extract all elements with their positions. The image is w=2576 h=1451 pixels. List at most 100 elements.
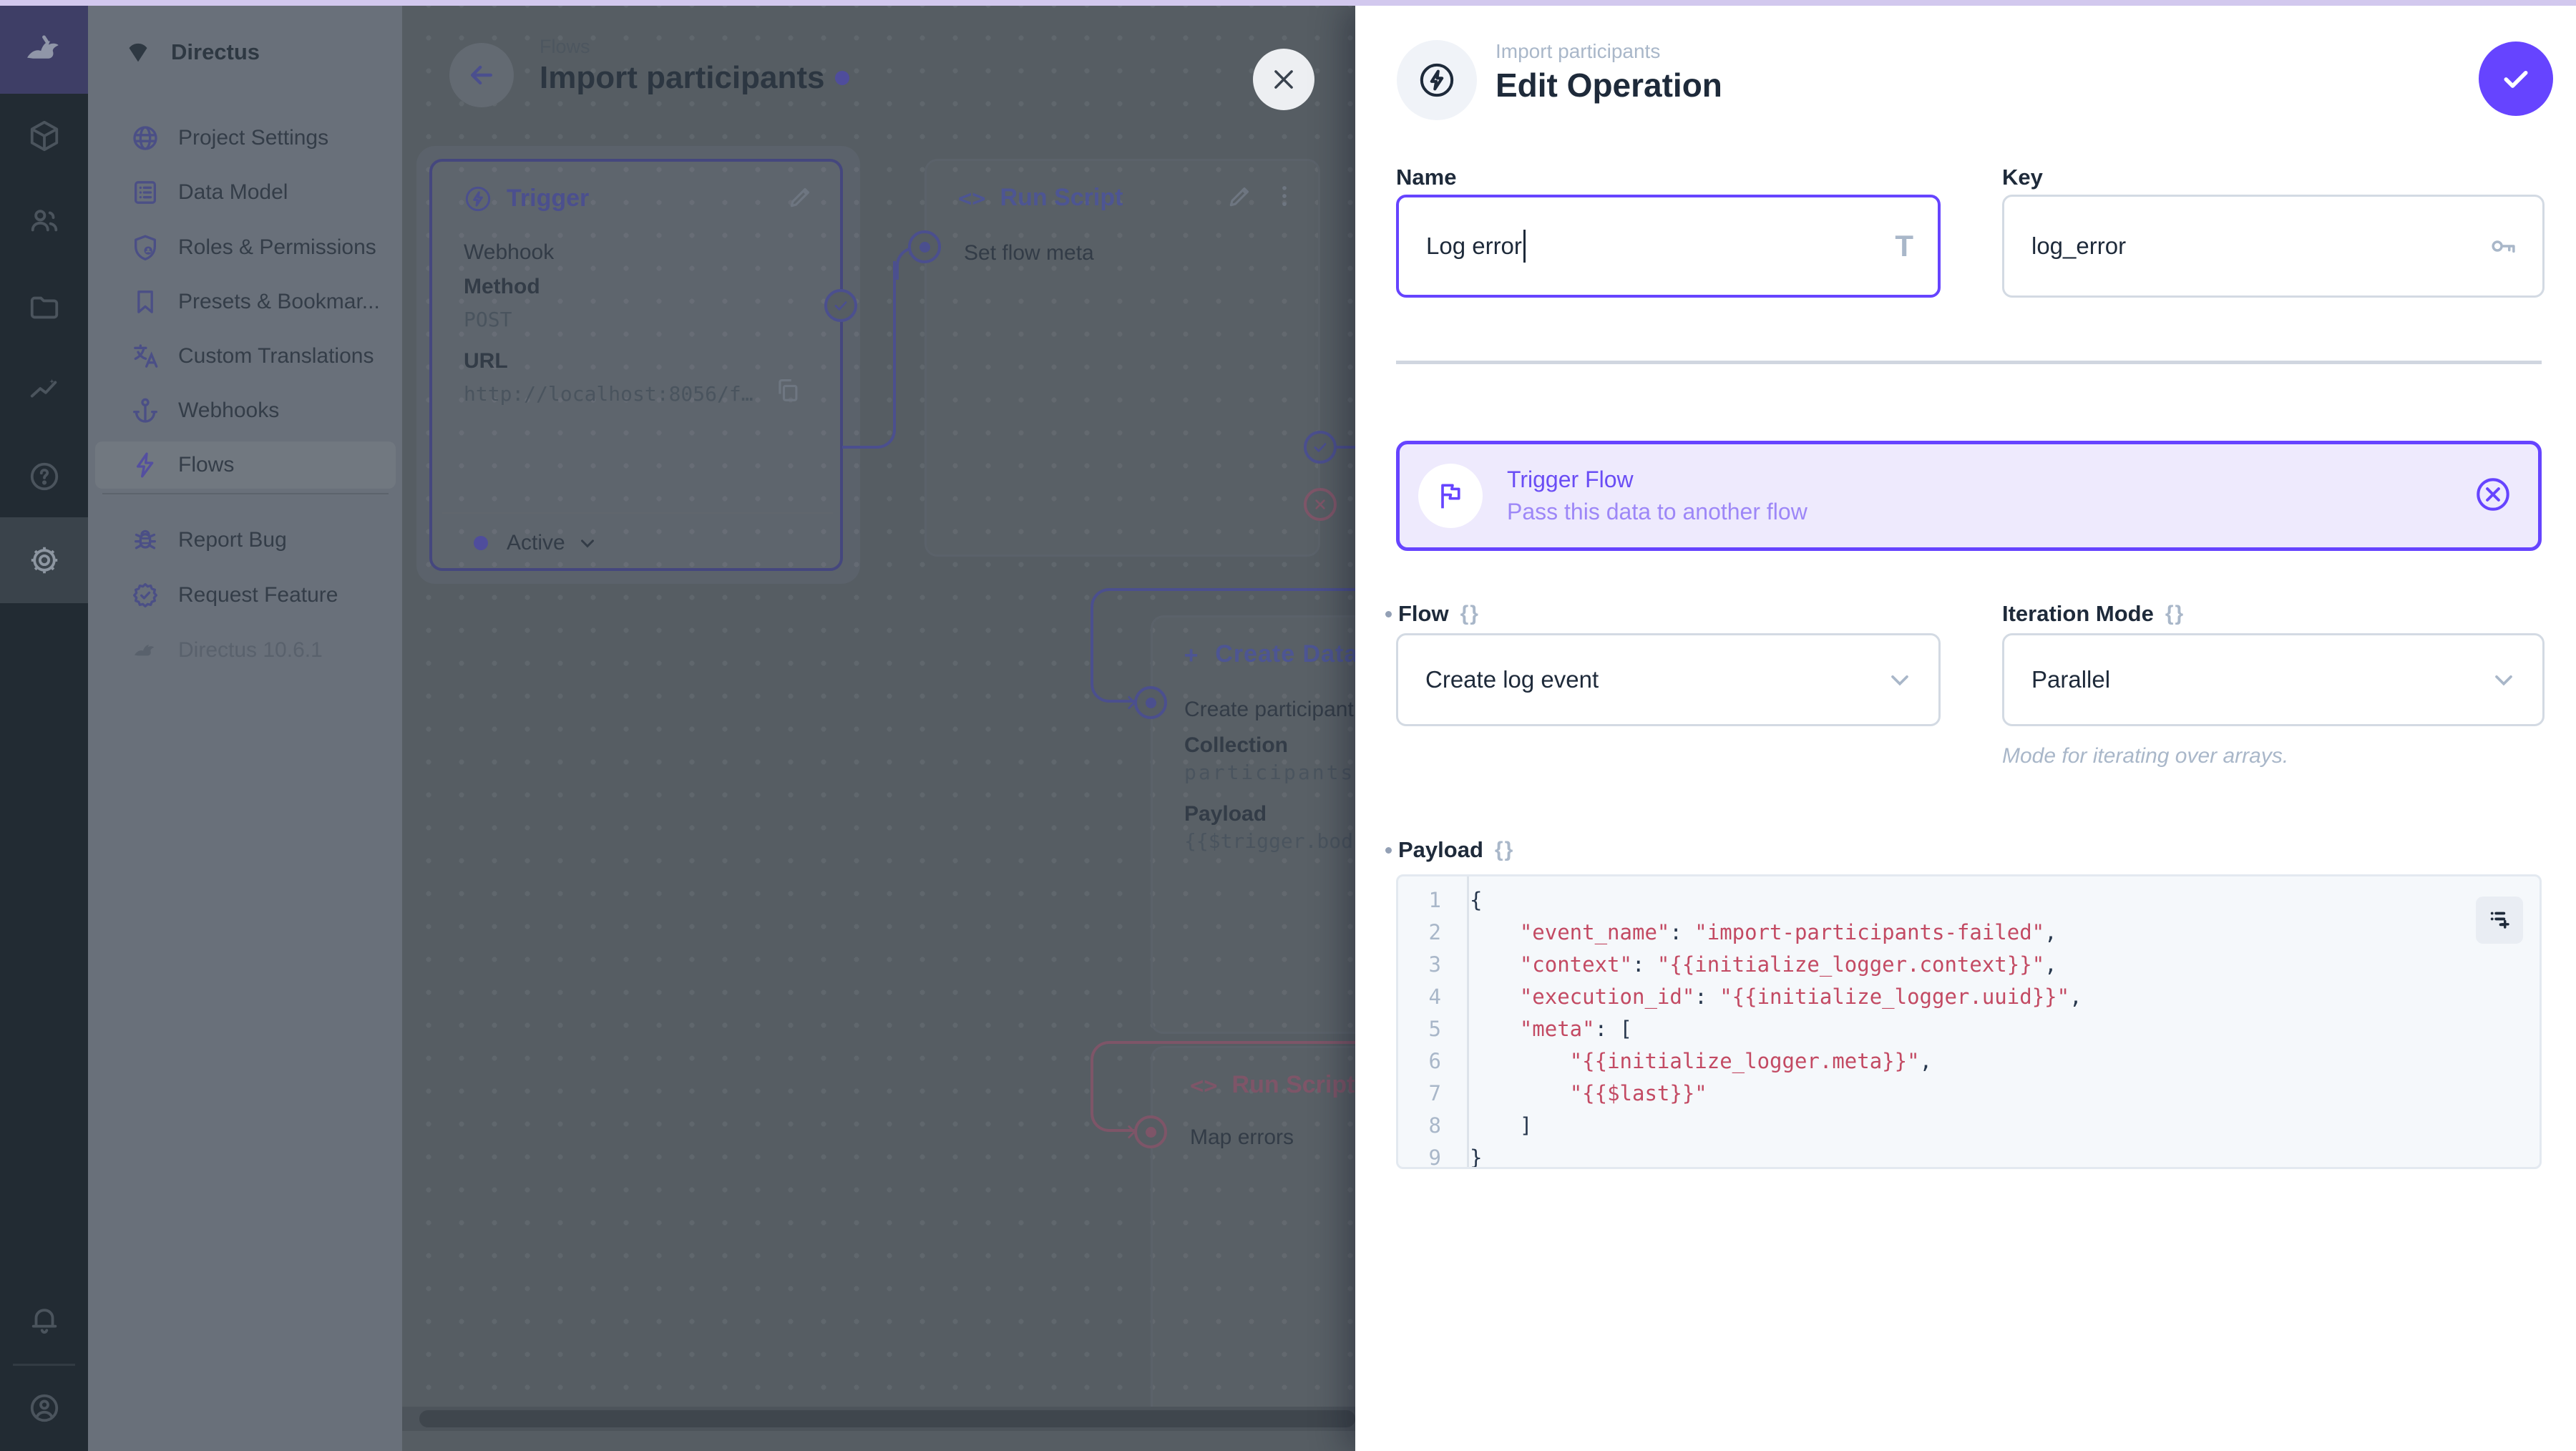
bolt-icon (137, 452, 154, 478)
unsaved-indicator (834, 71, 849, 85)
module-insights[interactable] (0, 353, 88, 425)
chevron-down-icon (580, 539, 594, 548)
project-name: Directus (171, 39, 260, 64)
sidebar-item-presets-bookmarks[interactable]: Presets & Bookmar... (95, 278, 396, 326)
code-text: } (1470, 1145, 1483, 1169)
page-title: Import participants (540, 60, 825, 95)
sidebar-item-flows[interactable]: Flows (95, 441, 396, 489)
playlist-add-icon (2490, 912, 2509, 929)
code-line[interactable]: 3 "context": "{{initialize_logger.contex… (1398, 948, 2540, 980)
code-text: "meta": [ (1519, 1016, 1632, 1041)
wire-create-data-a (1091, 588, 1355, 645)
sidebar-item-label: Presets & Bookmar... (178, 290, 380, 313)
code-line[interactable]: 6 "{{initialize_logger.meta}}", (1398, 1045, 2540, 1077)
run-script-reject-connector[interactable] (1304, 488, 1337, 521)
node-create-data[interactable]: + Create Data Create participant Collect… (1151, 615, 1551, 1034)
code-line[interactable]: 2 "event_name": "import-participants-fai… (1398, 916, 2540, 948)
sidebar-item-label: Data Model (178, 180, 288, 204)
status-label: Active (507, 531, 565, 554)
url-value: http://localhost:8056/f… (464, 382, 753, 406)
flow-select[interactable]: Create log event (1396, 633, 1941, 726)
sidebar-item-roles-permissions[interactable]: Roles & Permissions (95, 224, 396, 271)
code-line[interactable]: 5 "meta": [ (1398, 1012, 2540, 1045)
close-drawer-button[interactable] (1253, 49, 1314, 110)
flag-icon-circle (1418, 464, 1483, 528)
required-dot (1385, 846, 1392, 854)
chevron-wrap (1885, 665, 1914, 694)
notifications-button[interactable] (0, 1284, 88, 1356)
drawer-breadcrumb[interactable]: Import participants (1496, 40, 1661, 62)
module-users[interactable] (0, 185, 88, 256)
node-run-script[interactable]: <> Run Script Set flow meta (924, 159, 1320, 557)
map-errors-input-connector[interactable] (1134, 1115, 1167, 1148)
code-line[interactable]: 1{ (1398, 884, 2540, 916)
save-button[interactable] (2479, 41, 2553, 116)
trigger-status[interactable]: Active (474, 531, 598, 555)
trigger-resolve-connector[interactable] (824, 289, 857, 322)
code-line[interactable]: 8 ] (1398, 1109, 2540, 1141)
node-trigger[interactable]: Trigger Webhook Method POST URL http://l… (429, 159, 843, 571)
run-script-resolve-connector[interactable] (1304, 431, 1337, 464)
top-accent-bar (0, 0, 2576, 6)
chevron-down-icon (2495, 675, 2512, 686)
trigger-flow-banner[interactable]: Trigger Flow Pass this data to another f… (1396, 441, 2542, 551)
plus-icon: + (1184, 640, 1199, 668)
flow-canvas[interactable]: Flows Import participants Trigger Webhoo… (402, 6, 1551, 1431)
module-bar-divider (13, 1364, 75, 1366)
sidebar-item-project-settings[interactable]: Project Settings (95, 114, 396, 162)
sidebar-item-request-feature[interactable]: Request Feature (95, 572, 396, 619)
module-collections[interactable] (0, 100, 88, 172)
module-help[interactable] (0, 441, 88, 512)
rabbit-small-icon (135, 645, 155, 656)
copy-url-button[interactable] (774, 376, 801, 407)
key-input[interactable]: log_error (2002, 195, 2545, 298)
module-files[interactable] (0, 272, 88, 343)
raw-value-icon[interactable]: {} (2165, 602, 2185, 625)
raw-value-icon[interactable]: {} (1494, 838, 1515, 861)
format-code-button[interactable] (2476, 897, 2523, 944)
code-line[interactable]: 7 "{{$last}}" (1398, 1077, 2540, 1109)
sidebar-divider (102, 493, 389, 494)
cube-icon (30, 120, 58, 152)
horizontal-scrollbar-thumb[interactable] (419, 1410, 1355, 1427)
back-button[interactable] (449, 43, 514, 107)
sidebar-item-data-model[interactable]: Data Model (95, 169, 396, 216)
node-menu-button[interactable] (1271, 182, 1298, 213)
project-header[interactable]: Directus (88, 27, 402, 77)
rabbit-icon (26, 34, 59, 59)
version-label: Directus 10.6.1 (178, 638, 323, 662)
chart-line-icon (30, 378, 57, 398)
code-line[interactable]: 4 "execution_id": "{{initialize_logger.u… (1398, 980, 2540, 1012)
drawer-title: Edit Operation (1496, 67, 1722, 104)
sidebar-item-custom-translations[interactable]: Custom Translations (95, 333, 396, 380)
user-avatar[interactable] (0, 1372, 88, 1444)
horizontal-scrollbar-track[interactable] (402, 1407, 1355, 1431)
directus-logo[interactable] (0, 6, 88, 94)
bolt-circle-icon (1420, 63, 1454, 97)
node-title: Trigger (507, 185, 590, 212)
create-data-input-connector[interactable] (1134, 686, 1167, 719)
module-settings[interactable] (0, 517, 88, 603)
code-line[interactable]: 9} (1398, 1141, 2540, 1169)
edit-trigger-button[interactable] (787, 183, 814, 214)
run-script-input-connector[interactable] (908, 230, 941, 263)
payload-code-editor[interactable]: 1{2 "event_name": "import-participants-f… (1396, 874, 2542, 1169)
wire-map-errors-b (1091, 1090, 1138, 1132)
remove-trigger-flow-button[interactable] (2474, 475, 2512, 517)
collection-label: Collection (1184, 733, 1289, 757)
close-icon (1274, 70, 1293, 89)
sidebar-item-webhooks[interactable]: Webhooks (95, 387, 396, 434)
raw-value-icon[interactable]: {} (1460, 602, 1480, 625)
code-text: "{{$last}}" (1569, 1080, 1707, 1105)
sidebar: Directus Project Settings Data Model Rol… (88, 6, 402, 1451)
cancel-circle-icon (2477, 477, 2509, 511)
sidebar-item-report-bug[interactable]: Report Bug (95, 517, 396, 564)
edit-operation-button[interactable] (1226, 182, 1254, 213)
breadcrumb[interactable]: Flows (540, 36, 590, 57)
text-caret (1523, 230, 1526, 263)
flow-value: Create log event (1425, 666, 1599, 693)
trigger-node-divider (442, 512, 833, 514)
line-number: 5 (1428, 1016, 1441, 1041)
iteration-mode-select[interactable]: Parallel (2002, 633, 2545, 726)
name-input[interactable]: Log error T (1396, 195, 1941, 298)
